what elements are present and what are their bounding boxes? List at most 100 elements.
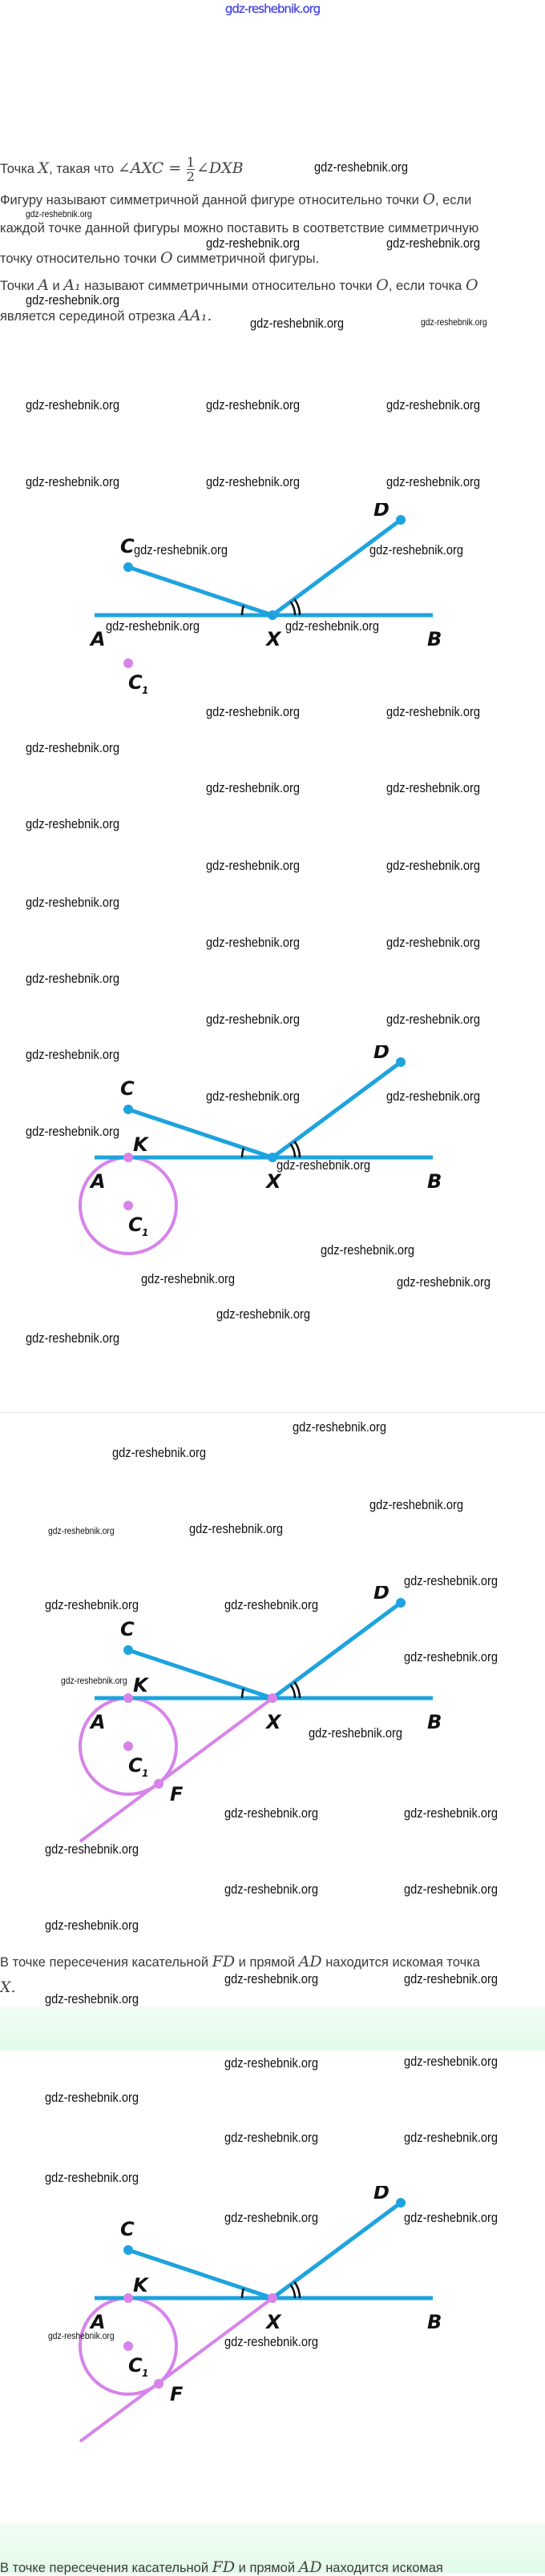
math: O bbox=[422, 191, 435, 208]
watermark-text: gdz-reshebnik.org bbox=[386, 858, 481, 873]
point-d bbox=[396, 515, 406, 525]
label-c: C bbox=[120, 2218, 135, 2240]
angle-axc-arc bbox=[240, 1147, 245, 1158]
tangent-line-fd bbox=[79, 2296, 274, 2443]
watermark-text: gdz-reshebnik.org bbox=[404, 2054, 499, 2069]
watermark-text: gdz-reshebnik.org bbox=[250, 316, 345, 331]
answer-highlight bbox=[0, 2523, 545, 2574]
point-c1 bbox=[123, 1741, 133, 1751]
label-d: D bbox=[373, 1045, 390, 1063]
label-k: K bbox=[133, 1133, 150, 1156]
text: находится искомая точка bbox=[321, 1955, 480, 1970]
math: FD bbox=[212, 1953, 236, 1970]
point-x bbox=[268, 1153, 277, 1162]
watermark-text: gdz-reshebnik.org bbox=[206, 858, 301, 873]
watermark-text: gdz-reshebnik.org bbox=[26, 740, 120, 755]
watermark-text: gdz-reshebnik.org bbox=[321, 1242, 415, 1258]
watermark-text: gdz-reshebnik.org bbox=[224, 1805, 319, 1821]
watermark-text: gdz-reshebnik.org bbox=[216, 1306, 311, 1322]
label-a: A bbox=[89, 1711, 106, 1733]
segment-xd bbox=[271, 2200, 402, 2300]
angle-axc-arc bbox=[240, 2288, 245, 2299]
point-x bbox=[268, 2293, 277, 2303]
watermark-text: gdz-reshebnik.org bbox=[45, 1597, 139, 1612]
angle-axc-arc bbox=[240, 605, 245, 616]
angle-dxb-arc bbox=[289, 1684, 297, 1699]
conclusion-line1: В точке пересечения касательной FD и пря… bbox=[0, 1954, 480, 1970]
point-c bbox=[123, 562, 133, 572]
label-d: D bbox=[373, 2186, 390, 2204]
segment-cx bbox=[127, 2248, 273, 2300]
watermark-text: gdz-reshebnik.org bbox=[397, 1274, 491, 1290]
text: называют симметричными относительно точк… bbox=[80, 279, 377, 293]
watermark-text: gdz-reshebnik.org bbox=[314, 159, 409, 175]
point-x bbox=[268, 610, 277, 620]
angle-dxb-arc bbox=[289, 2284, 297, 2299]
text: и прямой bbox=[235, 1955, 299, 1970]
point-c bbox=[123, 1645, 133, 1655]
label-c1-subscript: 1 bbox=[142, 1227, 148, 1238]
watermark-text: gdz-reshebnik.org bbox=[206, 235, 301, 251]
watermark-text: gdz-reshebnik.org bbox=[224, 2334, 319, 2349]
label-d: D bbox=[373, 1586, 390, 1604]
point-k bbox=[123, 1693, 133, 1703]
watermark-text: gdz-reshebnik.org bbox=[404, 2130, 499, 2145]
label-c: C bbox=[120, 1618, 135, 1640]
math: ∠AXC = bbox=[117, 159, 182, 177]
site-header-logo[interactable]: gdz-reshebnik.org bbox=[224, 2, 321, 16]
math: O bbox=[465, 276, 478, 294]
text: симметричной фигуры. bbox=[172, 252, 320, 266]
point-f bbox=[154, 1779, 164, 1789]
watermark-text: gdz-reshebnik.org bbox=[386, 704, 481, 719]
label-k: K bbox=[133, 1674, 150, 1697]
point-d bbox=[396, 1057, 406, 1067]
section-divider bbox=[0, 1412, 545, 1413]
label-c1-subscript: 1 bbox=[142, 1768, 148, 1779]
watermark-text: gdz-reshebnik.org bbox=[224, 1882, 319, 1897]
label-x: X bbox=[264, 1170, 282, 1193]
watermark-text: gdz-reshebnik.org bbox=[285, 618, 380, 634]
label-a: A bbox=[89, 1170, 106, 1193]
numerator: 1 bbox=[186, 155, 195, 170]
label-d: D bbox=[373, 503, 390, 521]
watermark-text: gdz-reshebnik.org bbox=[386, 780, 481, 795]
watermark-text: gdz-reshebnik.org bbox=[134, 542, 228, 557]
point-c1 bbox=[123, 658, 133, 668]
segment-cx bbox=[127, 1648, 273, 1701]
watermark-text: gdz-reshebnik.org bbox=[26, 971, 120, 986]
text: является серединой отрезка bbox=[0, 309, 180, 324]
watermark-text: gdz-reshebnik.org bbox=[206, 474, 301, 489]
watermark-text: gdz-reshebnik.org bbox=[369, 542, 464, 557]
watermark-text: gdz-reshebnik.org bbox=[404, 1573, 499, 1588]
watermark-text: gdz-reshebnik.org bbox=[48, 1525, 115, 1536]
watermark-text: gdz-reshebnik.org bbox=[386, 235, 481, 251]
point-k bbox=[123, 2293, 133, 2303]
watermark-text: gdz-reshebnik.org bbox=[224, 1597, 319, 1612]
answer-highlight bbox=[0, 2006, 545, 2051]
label-c: C bbox=[120, 1077, 135, 1100]
watermark-text: gdz-reshebnik.org bbox=[404, 1805, 499, 1821]
watermark-text: gdz-reshebnik.org bbox=[26, 895, 120, 910]
watermark-text: gdz-reshebnik.org bbox=[26, 1047, 120, 1062]
watermark-text: gdz-reshebnik.org bbox=[386, 1012, 481, 1027]
watermark-text: gdz-reshebnik.org bbox=[386, 935, 481, 950]
label-f: F bbox=[170, 1783, 184, 1805]
watermark-text: gdz-reshebnik.org bbox=[206, 704, 301, 719]
watermark-text: gdz-reshebnik.org bbox=[224, 2130, 319, 2145]
math: X bbox=[38, 159, 50, 177]
angle-dxb-arc bbox=[289, 601, 297, 616]
watermark-text: gdz-reshebnik.org bbox=[45, 2090, 139, 2105]
watermark-text: gdz-reshebnik.org bbox=[404, 1882, 499, 1897]
watermark-text: gdz-reshebnik.org bbox=[112, 1445, 207, 1460]
text: и bbox=[48, 279, 64, 293]
watermark-text: gdz-reshebnik.org bbox=[369, 1497, 464, 1512]
definition2-line2: является серединой отрезка AA₁. bbox=[0, 308, 212, 324]
label-c1: C bbox=[128, 2354, 143, 2377]
definition2-line1: Точки A и A₁ называют симметричными отно… bbox=[0, 276, 478, 294]
watermark-text: gdz-reshebnik.org bbox=[309, 1725, 403, 1741]
math: A₁ bbox=[63, 276, 81, 294]
watermark-text: gdz-reshebnik.org bbox=[26, 816, 120, 831]
